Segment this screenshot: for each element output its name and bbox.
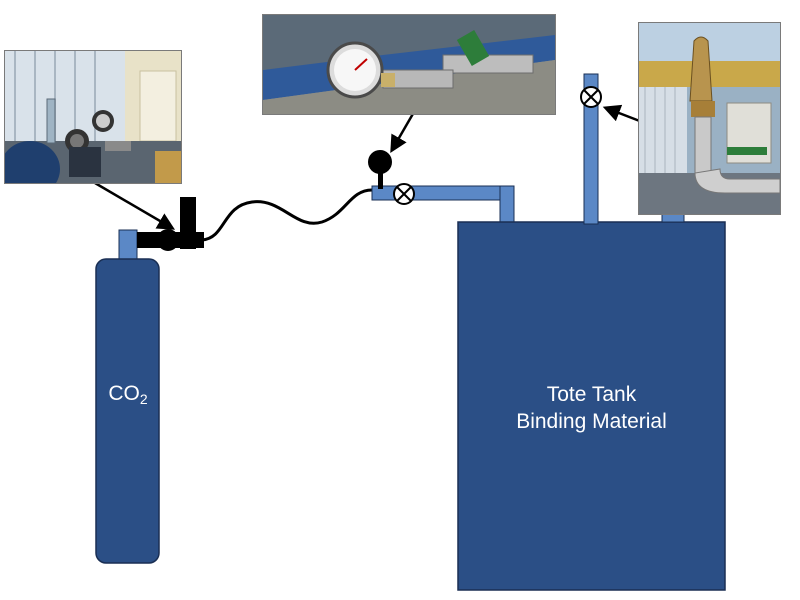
cylinder-body <box>95 258 160 564</box>
inlet-pipe-vertical <box>499 185 515 225</box>
gauge-stem <box>378 171 383 189</box>
vent-pipe <box>583 73 599 225</box>
arrow-to-regulator <box>94 181 176 230</box>
co2-cylinder <box>95 229 160 564</box>
pressure-gauge <box>368 150 392 189</box>
regulator-stem <box>180 197 196 249</box>
regulator-photo <box>4 50 182 184</box>
arrow-to-gauge <box>390 111 416 154</box>
relief-valve-photo <box>638 22 781 215</box>
co2-label: CO2 <box>98 380 158 413</box>
tank-label-line1: Tote Tank <box>546 383 637 406</box>
vent-valve-icon <box>580 86 602 108</box>
gauge-dial <box>368 150 392 174</box>
regulator-outlet <box>196 232 204 248</box>
co2-label-main: CO <box>108 382 140 405</box>
tote-tank <box>457 221 726 591</box>
tank-label-line2: Binding Material <box>516 410 667 433</box>
regulator-knob <box>157 229 179 251</box>
gauge-photo <box>262 14 556 115</box>
co2-label-subscript: 2 <box>139 391 148 407</box>
regulator <box>137 197 204 251</box>
inlet-valve-icon <box>393 183 415 205</box>
hose <box>201 188 373 242</box>
tank-label: Tote Tank Binding Material <box>458 381 725 435</box>
